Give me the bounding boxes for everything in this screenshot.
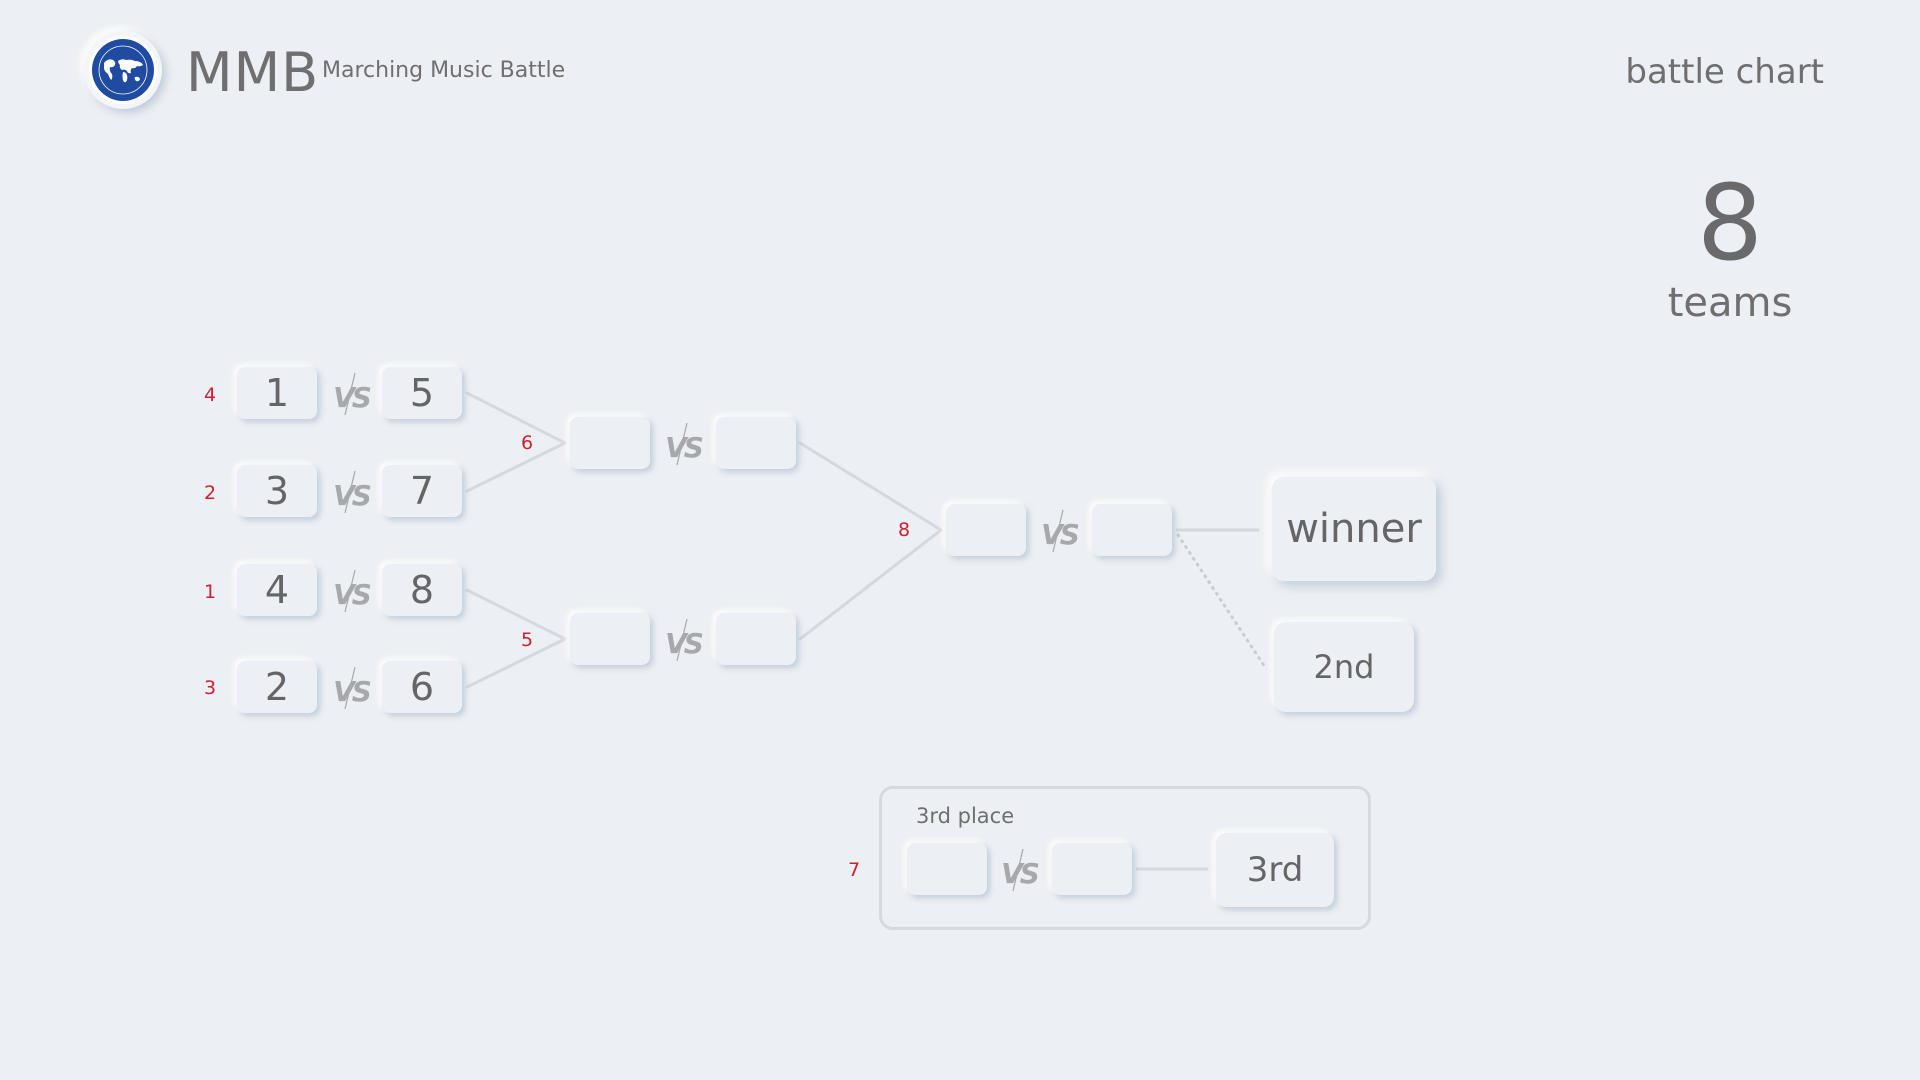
team-slot[interactable]: 1 — [237, 367, 317, 419]
svg-text:VS: VS — [333, 675, 371, 708]
brand-short: MMB — [186, 41, 320, 104]
svg-text:VS: VS — [1041, 518, 1079, 551]
third-place-slot[interactable]: 3rd — [1216, 833, 1334, 907]
team-slot[interactable]: 4 — [237, 564, 317, 616]
team-slot[interactable]: 8 — [382, 564, 462, 616]
svg-text:VS: VS — [1001, 857, 1039, 890]
vs-icon: VS — [331, 367, 374, 419]
match-number: 5 — [520, 629, 534, 651]
connector-sf2-to-final — [798, 528, 943, 641]
match-number: 8 — [897, 519, 911, 541]
world-map-emblem-icon — [89, 36, 157, 104]
vs-icon: VS — [663, 417, 706, 469]
vs-icon: VS — [331, 661, 374, 713]
svg-text:VS: VS — [665, 627, 703, 660]
match-number: 2 — [203, 482, 217, 504]
vs-icon: VS — [331, 564, 374, 616]
third-place-panel — [879, 786, 1371, 930]
team-slot[interactable]: 6 — [382, 661, 462, 713]
team-slot[interactable] — [716, 613, 796, 665]
svg-text:VS: VS — [333, 578, 371, 611]
match-number: 6 — [520, 432, 534, 454]
team-slot[interactable] — [716, 417, 796, 469]
team-slot[interactable]: 2 — [237, 661, 317, 713]
connector-sf1-to-final — [798, 441, 943, 532]
team-slot[interactable] — [907, 843, 987, 895]
team-slot[interactable]: 5 — [382, 367, 462, 419]
page-label: battle chart — [1625, 52, 1824, 92]
team-slot[interactable]: 7 — [382, 465, 462, 517]
brand-full: Marching Music Battle — [322, 58, 566, 83]
match-number: 4 — [203, 384, 217, 406]
team-slot[interactable] — [1052, 843, 1132, 895]
vs-icon: VS — [999, 843, 1042, 895]
team-slot[interactable] — [946, 504, 1026, 556]
team-count-label: teams — [1667, 280, 1793, 326]
team-slot[interactable] — [570, 613, 650, 665]
vs-icon: VS — [663, 613, 706, 665]
svg-text:VS: VS — [665, 431, 703, 464]
vs-icon: VS — [1039, 504, 1082, 556]
second-place-slot[interactable]: 2nd — [1274, 622, 1414, 712]
team-slot[interactable] — [1092, 504, 1172, 556]
winner-slot[interactable]: winner — [1272, 477, 1436, 581]
third-place-title: 3rd place — [916, 804, 1015, 828]
svg-text:VS: VS — [333, 479, 371, 512]
vs-icon: VS — [331, 465, 374, 517]
match-number: 3 — [203, 677, 217, 699]
connector-final-to-second — [1176, 533, 1267, 669]
team-slot[interactable]: 3 — [237, 465, 317, 517]
logo[interactable] — [84, 31, 162, 109]
svg-text:VS: VS — [333, 381, 371, 414]
match-number: 1 — [203, 581, 217, 603]
team-slot[interactable] — [570, 417, 650, 469]
match-number: 7 — [847, 859, 861, 881]
team-count: 8 — [1696, 162, 1764, 284]
